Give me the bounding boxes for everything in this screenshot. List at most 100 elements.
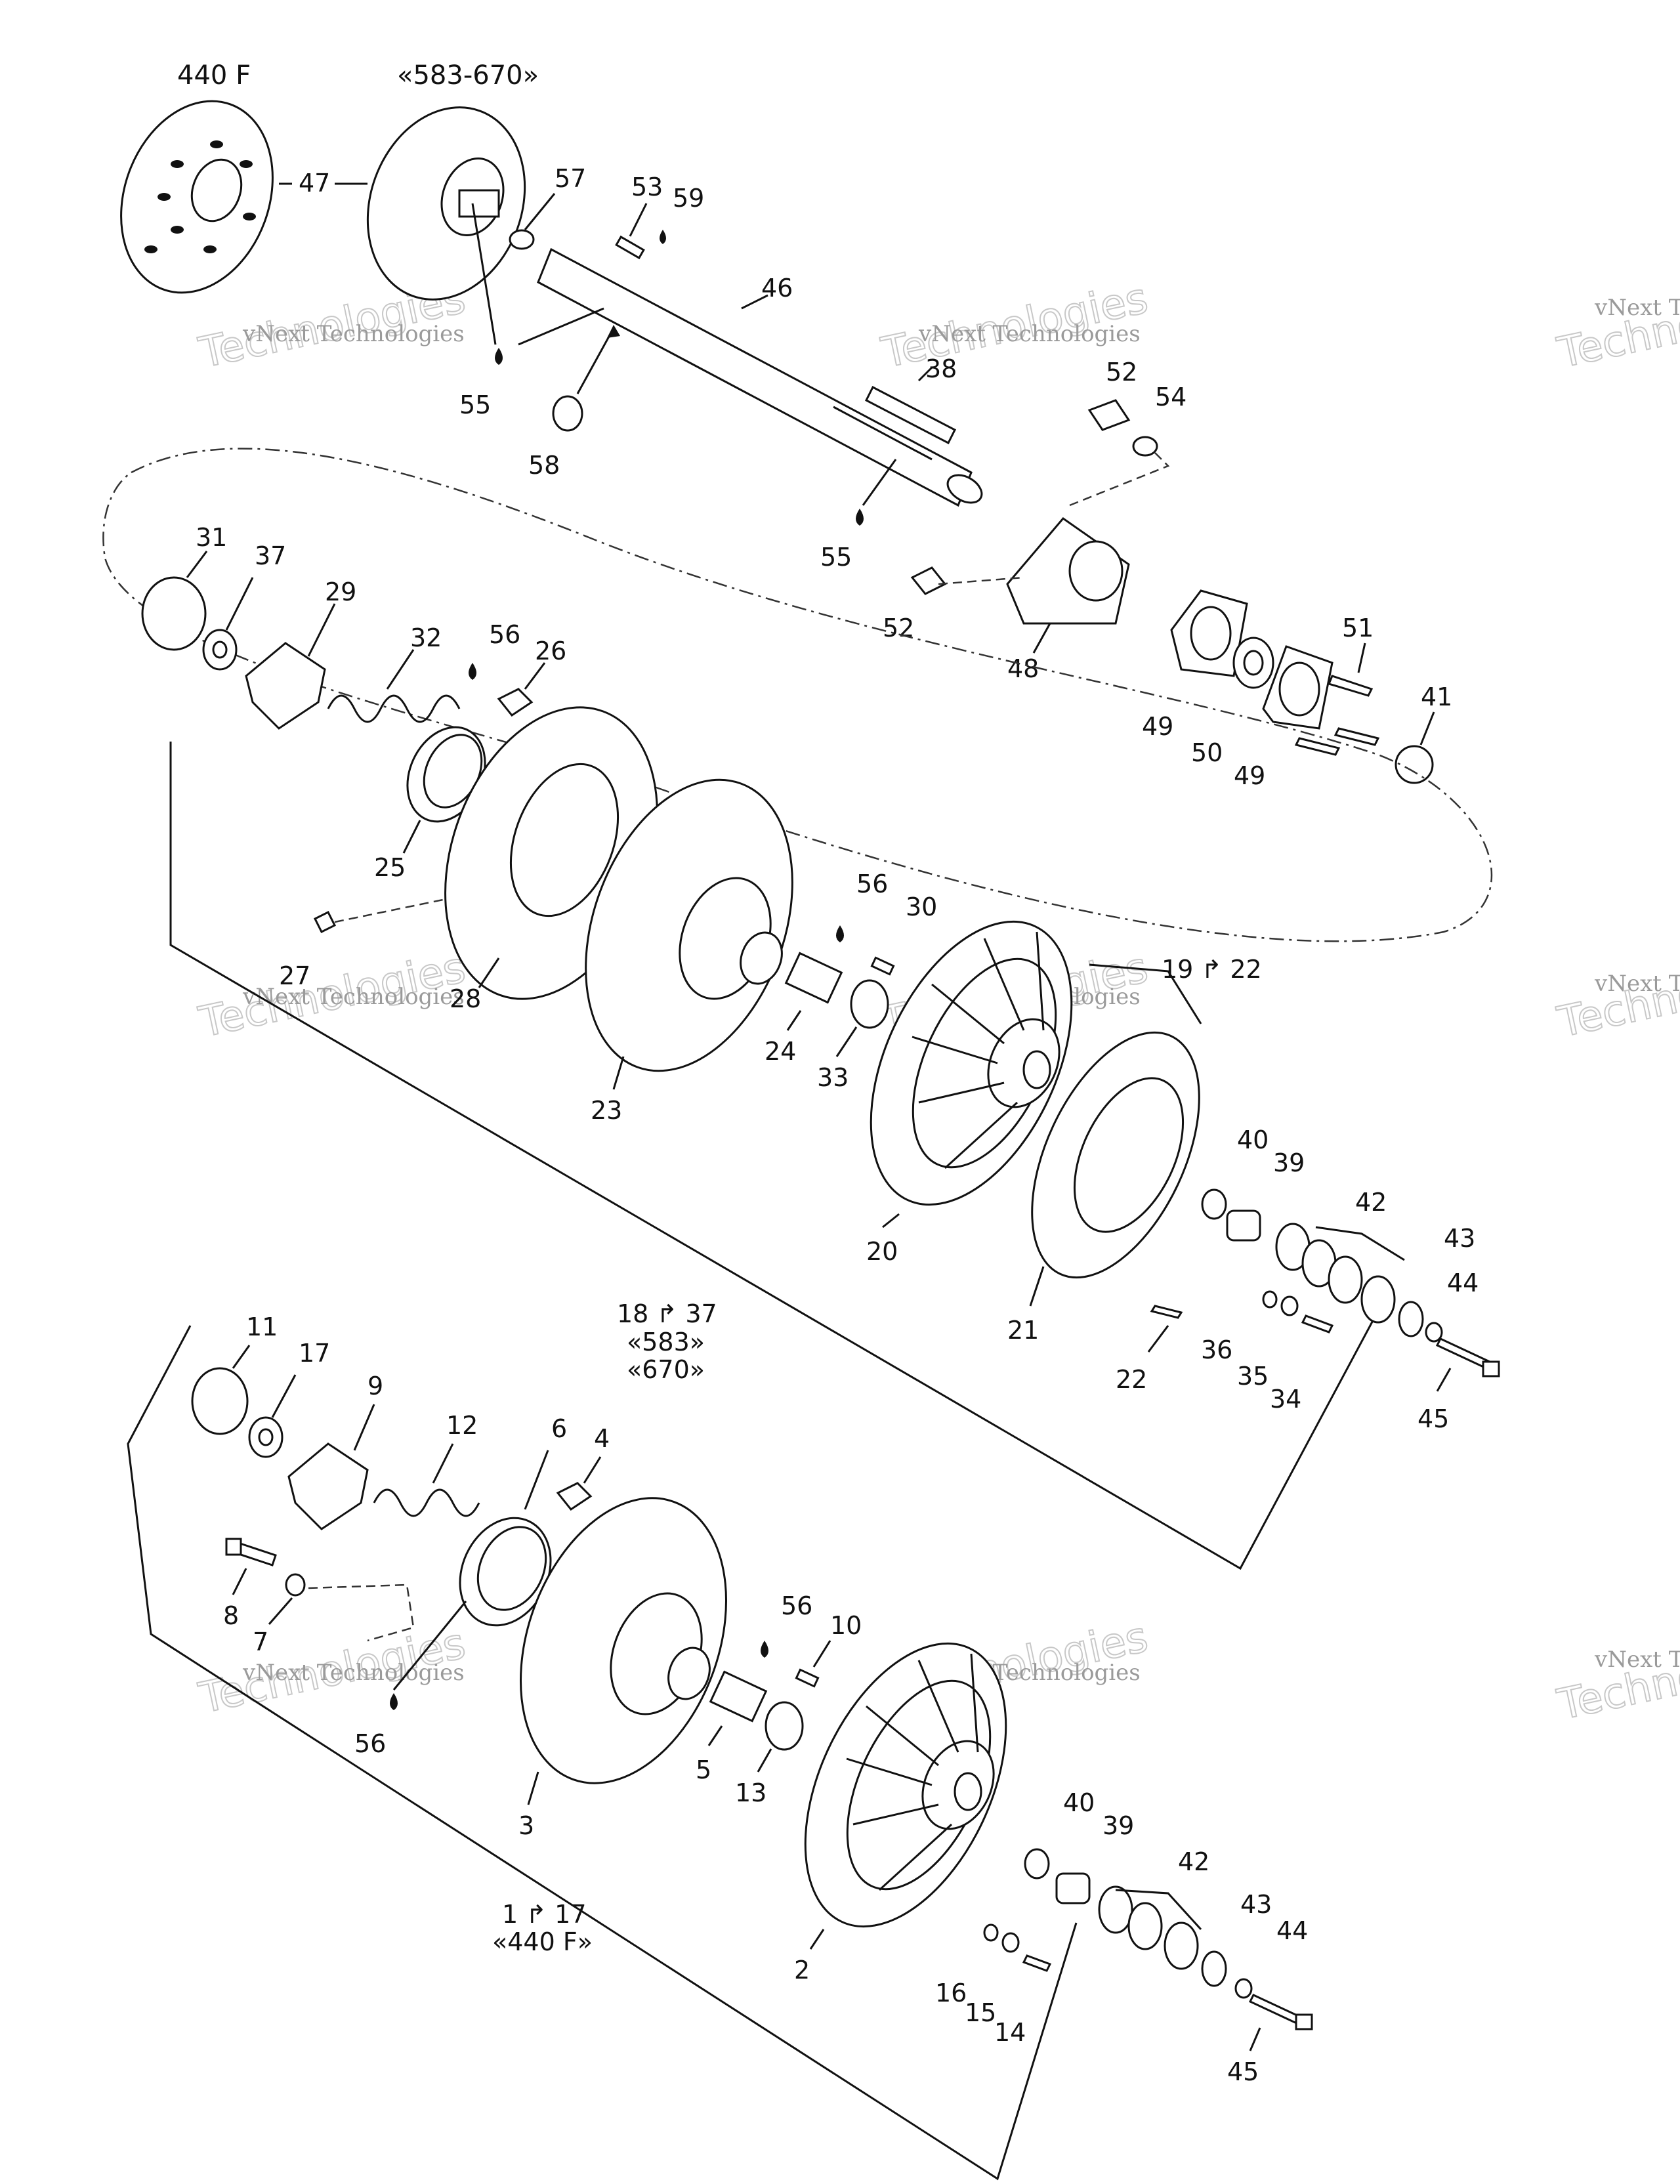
part-44-washer: [1234, 1978, 1253, 1999]
part-30-key: [870, 956, 895, 976]
callout-6: 6: [551, 1414, 567, 1443]
callout-12: 12: [446, 1411, 478, 1440]
part-29-cam: [245, 642, 326, 730]
part-45-bolt: [1248, 1994, 1305, 2026]
part-52-nut: [910, 566, 947, 595]
callout-38: 38: [925, 354, 957, 383]
callout-32: 32: [410, 623, 442, 652]
part-51-bolt: [1334, 727, 1380, 746]
callout-36: 36: [1201, 1335, 1232, 1364]
callout-14: 14: [994, 2018, 1026, 2047]
lower-group-model-440f: «440 F»: [492, 1927, 593, 1956]
callout-47: 47: [299, 169, 330, 198]
callout-20: 20: [866, 1237, 898, 1266]
callout-55-bottom: 55: [820, 543, 852, 572]
callout-2: 2: [794, 1956, 810, 1984]
grease-drop-icon: [390, 1693, 398, 1710]
callout-43-lower: 43: [1240, 1890, 1272, 1919]
part-47-sheave-440f: [120, 100, 274, 294]
belt-outline: [102, 448, 1493, 942]
watermark-text: vNext Technologies: [242, 984, 465, 1010]
callout-49-right: 49: [1234, 761, 1265, 790]
part-47-sheave-583-670: [366, 106, 526, 301]
part-45-bolt-head: [1295, 2013, 1313, 2030]
callout-28: 28: [450, 984, 481, 1013]
part-32-spring: [327, 694, 461, 723]
grease-drop-icon: [761, 1641, 768, 1658]
part-7-washer: [285, 1573, 306, 1597]
part-45-bolt: [1435, 1337, 1492, 1370]
watermark-text: vNext Technologies: [242, 321, 465, 347]
watermark-text: vNext Technologies: [1594, 295, 1680, 321]
callout-54: 54: [1155, 383, 1186, 411]
callout-57: 57: [555, 164, 586, 193]
grease-drop-icon: [495, 348, 503, 365]
callout-51: 51: [1342, 614, 1374, 642]
part-14-screw: [1022, 1954, 1052, 1972]
watermark-text: vNext Technologies: [918, 321, 1141, 347]
callout-24: 24: [765, 1037, 796, 1066]
callout-37: 37: [255, 541, 286, 570]
watermark-text: vNext Technologies: [1594, 971, 1680, 997]
part-5-bushing: [709, 1670, 768, 1723]
callout-56-mid: 56: [856, 870, 888, 898]
callout-35: 35: [1237, 1362, 1269, 1391]
part-53-key: [615, 235, 645, 260]
watermark-text: vNext Technologies: [242, 1660, 465, 1686]
part-44-washer: [1425, 1322, 1443, 1343]
upper-group-model-583: «583»: [627, 1328, 705, 1356]
part-58-o-ring: [552, 395, 583, 432]
callout-29: 29: [325, 578, 356, 606]
callout-39-upper: 39: [1273, 1148, 1305, 1177]
callout-52-bottom: 52: [883, 614, 914, 642]
part-16-washer: [983, 1923, 999, 1942]
callout-48: 48: [1007, 654, 1039, 683]
callout-45-lower: 45: [1227, 2057, 1259, 2086]
grease-drop-icon: [660, 230, 666, 244]
part-51-bolt: [1327, 675, 1374, 697]
callout-17: 17: [299, 1339, 330, 1368]
part-13-washer: [765, 1701, 804, 1751]
part-22-screw: [1150, 1305, 1183, 1319]
part-54-washer: [1132, 436, 1158, 457]
callout-40-lower: 40: [1063, 1788, 1095, 1817]
part-42-shims: [1098, 1885, 1199, 1970]
callout-52-top: 52: [1106, 358, 1137, 387]
part-9-cam: [287, 1442, 369, 1530]
part-26-slider: [497, 688, 534, 717]
callout-59: 59: [673, 184, 704, 213]
grease-drop-icon: [856, 509, 864, 526]
callout-56-upper: 56: [489, 620, 520, 649]
callout-50: 50: [1191, 738, 1223, 767]
callout-7: 7: [253, 1628, 268, 1656]
callout-10: 10: [830, 1611, 862, 1640]
callout-11: 11: [246, 1312, 278, 1341]
watermark-large: Technologies: [1553, 274, 1680, 378]
part-35-nut: [1280, 1295, 1299, 1316]
callout-42-lower: 42: [1178, 1847, 1209, 1876]
callout-21: 21: [1007, 1316, 1039, 1345]
part-51-bolt: [1294, 737, 1341, 756]
part-41-bushing: [1395, 745, 1434, 784]
part-27-screw: [313, 910, 337, 934]
header-label-440f: 440 F: [177, 60, 251, 91]
group-bracket-lower: [127, 1325, 1078, 2181]
part-4-slider: [556, 1482, 593, 1511]
callout-30: 30: [906, 892, 937, 921]
part-40-washer: [1024, 1848, 1050, 1880]
callout-26: 26: [535, 637, 566, 665]
callout-58: 58: [528, 451, 560, 480]
callout-4: 4: [594, 1424, 610, 1453]
callout-27: 27: [279, 961, 310, 990]
grease-drop-icon: [836, 925, 844, 942]
callout-45-upper: 45: [1418, 1404, 1449, 1433]
part-15-nut: [1001, 1932, 1020, 1953]
watermark-large: Technologies: [1553, 1626, 1680, 1730]
callout-16: 16: [935, 1979, 967, 2007]
callout-9: 9: [368, 1372, 383, 1400]
grease-drop-icon: [469, 663, 476, 680]
callout-55-top: 55: [459, 390, 491, 419]
part-42-shims: [1275, 1223, 1396, 1324]
